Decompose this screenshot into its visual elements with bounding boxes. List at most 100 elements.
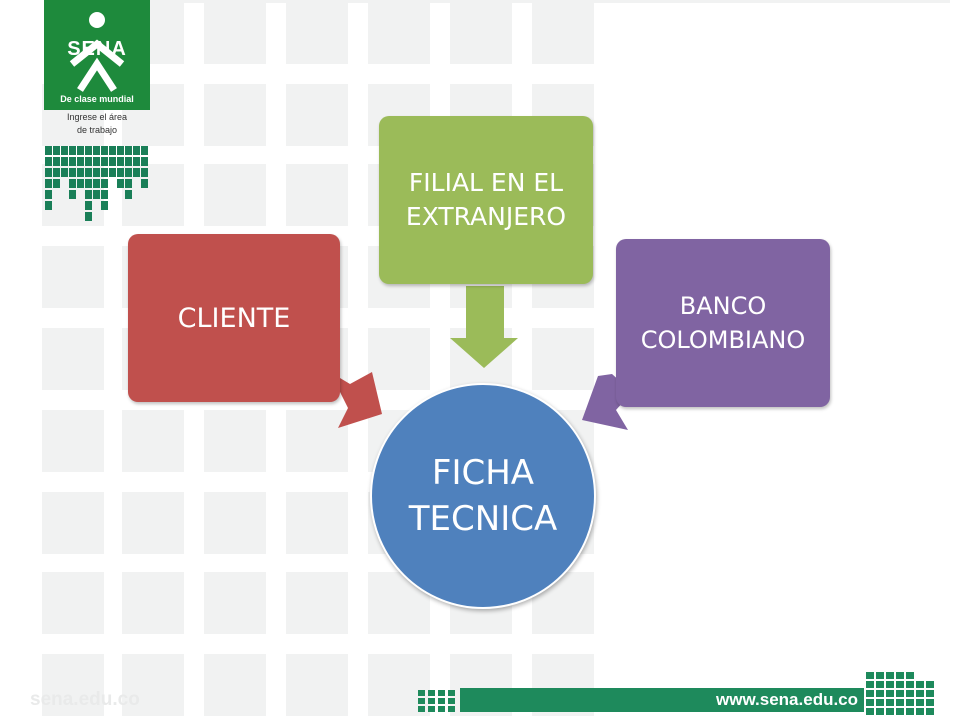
pixel-square — [133, 168, 140, 177]
background-square — [42, 572, 104, 634]
node-filial: FILIAL EN EL EXTRANJERO — [379, 116, 593, 284]
pixel-square — [125, 168, 132, 177]
pixel-square — [45, 168, 52, 177]
background-square — [286, 164, 348, 226]
background-square — [122, 654, 184, 716]
footer-pixel-square — [906, 699, 914, 706]
pixel-square — [69, 146, 76, 155]
center-node-label: FICHA TECNICA — [408, 453, 558, 539]
pixel-square — [53, 179, 60, 188]
background-square — [204, 84, 266, 146]
pixel-square — [93, 157, 100, 166]
footer-pixel-square — [438, 690, 445, 696]
footer-pixel-square — [916, 699, 924, 706]
footer-pixel-square — [876, 699, 884, 706]
pixel-square — [109, 146, 116, 155]
background-square — [42, 410, 104, 472]
pixel-square — [93, 146, 100, 155]
pixel-square — [53, 146, 60, 155]
background-square — [122, 492, 184, 554]
pixel-square — [109, 157, 116, 166]
pixel-square — [77, 146, 84, 155]
pixel-square — [69, 157, 76, 166]
footer-pixel-square — [876, 672, 884, 679]
background-square — [204, 654, 266, 716]
pixel-square — [117, 157, 124, 166]
footer-pixel-square — [428, 698, 435, 704]
pixel-square — [85, 212, 92, 221]
footer-pixel-square — [438, 698, 445, 704]
footer-pixel-square — [438, 706, 445, 712]
pixel-square — [117, 179, 124, 188]
footer-pixel-square — [418, 690, 425, 696]
footer-pixel-square — [866, 681, 874, 688]
arrow-filial — [450, 286, 518, 368]
pixel-square — [61, 168, 68, 177]
footer-bar — [460, 688, 864, 712]
footer-ghost-url: sena.edu.co — [30, 689, 140, 710]
pixel-square — [125, 190, 132, 199]
pixel-square — [109, 168, 116, 177]
pixel-square — [69, 190, 76, 199]
pixel-square — [45, 201, 52, 210]
background-square — [368, 2, 430, 64]
logo-tagline: De clase mundial — [60, 94, 134, 104]
pixel-square — [93, 168, 100, 177]
footer-pixel-square — [926, 708, 934, 715]
footer-pixel-square — [906, 690, 914, 697]
node-filial-label: FILIAL EN EL EXTRANJERO — [405, 168, 567, 231]
footer-pixel-square — [926, 699, 934, 706]
pixel-square — [93, 179, 100, 188]
background-square — [122, 572, 184, 634]
pixel-square — [141, 168, 148, 177]
work-area-placeholder[interactable]: Ingrese el área de trabajo — [66, 112, 128, 135]
node-cliente-label: CLIENTE — [177, 302, 291, 334]
pixel-square — [125, 146, 132, 155]
pixel-square — [45, 179, 52, 188]
pixel-square — [125, 157, 132, 166]
pixel-square — [101, 201, 108, 210]
pixel-square — [141, 146, 148, 155]
footer-pixel-square — [448, 690, 455, 696]
footer-pixel-square — [876, 681, 884, 688]
footer-pixel-square — [906, 708, 914, 715]
logo-name: SENA — [67, 38, 127, 60]
footer-pixel-square — [896, 690, 904, 697]
footer-pixel-square — [448, 698, 455, 704]
pixel-square — [45, 146, 52, 155]
footer-pixel-square — [876, 690, 884, 697]
footer-pixel-square — [866, 699, 874, 706]
top-divider — [150, 0, 950, 3]
pixel-square — [85, 190, 92, 199]
background-square — [286, 492, 348, 554]
pixel-square — [45, 157, 52, 166]
background-square — [42, 246, 104, 308]
footer-pixel-square — [926, 681, 934, 688]
background-square — [204, 164, 266, 226]
pixel-square — [133, 157, 140, 166]
footer-pixel-square — [428, 690, 435, 696]
footer-pixel-square — [896, 699, 904, 706]
node-banco-label: BANCO COLOMBIANO — [640, 292, 806, 354]
background-square — [286, 654, 348, 716]
footer-pixel-square — [916, 708, 924, 715]
footer-pixel-square — [906, 681, 914, 688]
background-square — [450, 2, 512, 64]
background-square — [122, 410, 184, 472]
footer-url[interactable]: www.sena.edu.co — [716, 690, 859, 709]
pixel-square — [77, 168, 84, 177]
pixel-square — [141, 157, 148, 166]
footer-pixel-square — [886, 690, 894, 697]
pixel-square — [69, 179, 76, 188]
footer-pixel-square — [906, 672, 914, 679]
background-square — [532, 328, 594, 390]
footer-pixel-square — [926, 690, 934, 697]
sena-logo: SENA De clase mundial — [44, 0, 150, 110]
background-square — [368, 654, 430, 716]
pixel-square — [85, 179, 92, 188]
footer-pixel-square — [448, 706, 455, 712]
pixel-square — [61, 157, 68, 166]
center-node: FICHA TECNICA — [370, 383, 596, 609]
node-cliente: CLIENTE — [128, 234, 340, 402]
